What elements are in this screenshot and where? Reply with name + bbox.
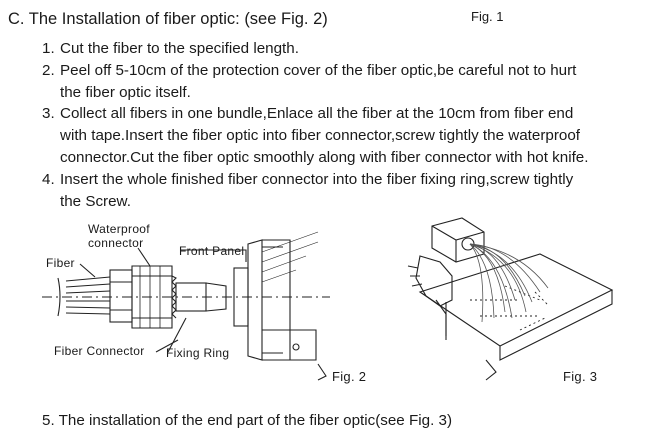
fig3-cutting-drawing: [407, 217, 614, 381]
step-text: the fiber optic itself.: [60, 83, 191, 101]
list-item-continuation: with tape.Insert the fiber optic into fi…: [42, 125, 588, 147]
step-text: Cut the fiber to the specified length.: [60, 40, 299, 57]
step-text: Collect all fibers in one bundle,Enlace …: [60, 105, 574, 123]
label-connector: connector: [88, 236, 144, 250]
step-text: Insert the whole finished fiber connecto…: [60, 170, 574, 188]
label-fiber: Fiber: [46, 256, 75, 270]
list-item: 1. Cut the fiber to the specified length…: [42, 38, 588, 60]
instruction-list: 1. Cut the fiber to the specified length…: [42, 38, 588, 212]
list-item-continuation: the fiber optic itself.: [42, 82, 588, 104]
label-waterproof: Waterproof: [88, 222, 150, 236]
step-number: 4.: [42, 170, 55, 188]
fig3-label: Fig. 3: [563, 369, 598, 384]
step-text: connector.Cut the fiber optic smoothly a…: [60, 148, 589, 166]
fig1-label: Fig. 1: [471, 9, 504, 24]
list-item: 3. Collect all fibers in one bundle,Enla…: [42, 103, 588, 125]
list-item-continuation: connector.Cut the fiber optic smoothly a…: [42, 147, 588, 169]
step-text: the Screw.: [60, 192, 131, 210]
step-number: 2.: [42, 61, 55, 79]
step-5-text: 5. The installation of the end part of t…: [42, 412, 453, 429]
section-heading: C. The Installation of fiber optic: (see…: [8, 10, 328, 28]
step-text: with tape.Insert the fiber optic into fi…: [60, 127, 581, 145]
list-item-continuation: the Screw.: [42, 191, 588, 213]
label-fiber-connector: Fiber Connector: [54, 344, 145, 358]
list-item: 2. Peel off 5-10cm of the protection cov…: [42, 60, 588, 82]
list-item: 4. Insert the whole finished fiber conne…: [42, 169, 588, 191]
label-fixing-ring: Fixing Ring: [166, 346, 230, 360]
step-number: 1.: [42, 40, 55, 57]
label-front-panel: Front Panel: [179, 244, 245, 258]
step-text: Peel off 5-10cm of the protection cover …: [60, 61, 577, 79]
fig2-label: Fig. 2: [332, 369, 367, 384]
step-number: 3.: [42, 105, 55, 123]
fig2-connector-drawing: [42, 231, 330, 381]
